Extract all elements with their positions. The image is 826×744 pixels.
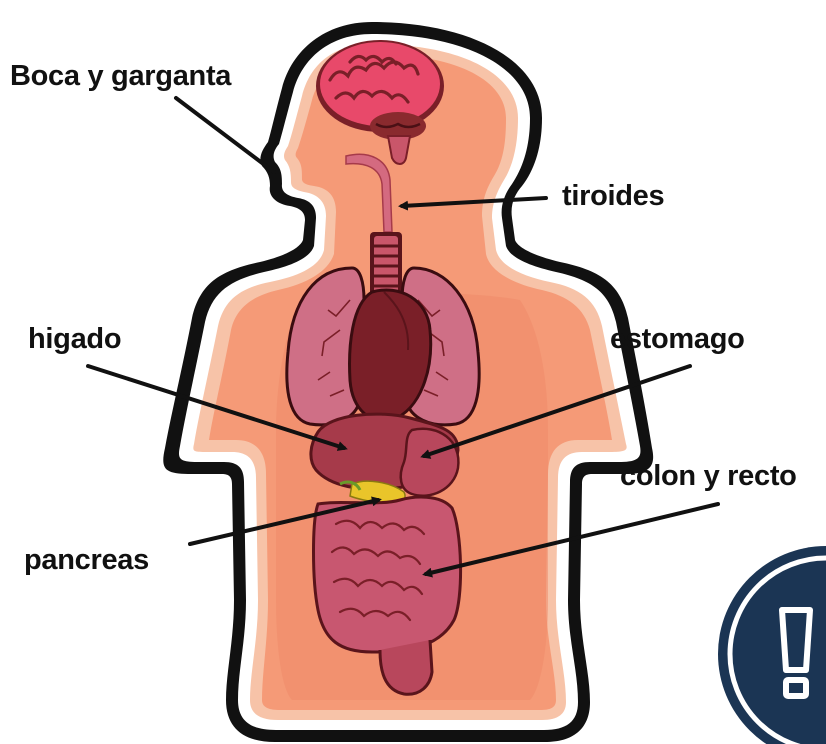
arrow-mouth bbox=[176, 98, 274, 172]
stomach bbox=[401, 429, 459, 496]
label-colon-rectum: colon y recto bbox=[620, 462, 797, 491]
label-thyroid: tiroides bbox=[562, 182, 664, 211]
trachea bbox=[370, 232, 402, 296]
label-mouth-throat: Boca y garganta bbox=[10, 62, 231, 91]
label-liver: higado bbox=[28, 325, 121, 354]
label-stomach: estomago bbox=[610, 325, 745, 354]
alert-badge bbox=[712, 540, 826, 744]
label-pancreas: pancreas bbox=[24, 546, 149, 575]
